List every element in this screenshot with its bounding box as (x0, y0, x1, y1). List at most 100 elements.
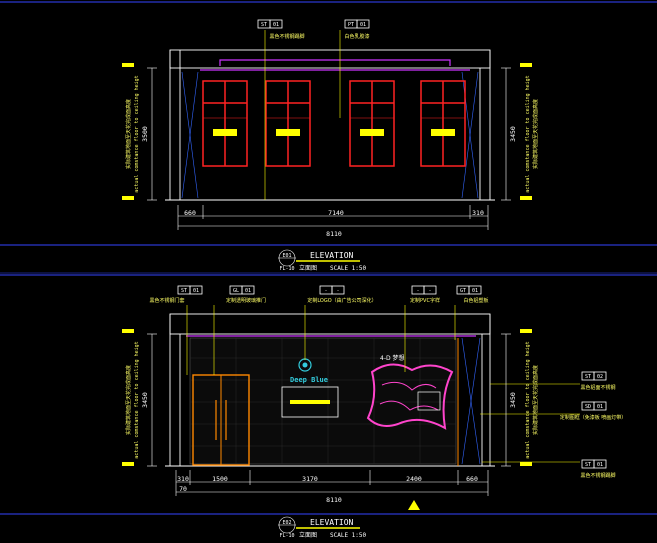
sheet-number: FL-10 (279, 533, 294, 539)
tag-code: SD (585, 404, 591, 410)
width-dimension: 70 (179, 485, 187, 493)
elevation-heading: ELEVATION (310, 251, 354, 260)
material-tag: ST 01 黑色不锈钢踢脚 (580, 459, 616, 479)
tag-note: 黑色不锈钢门套 (149, 297, 184, 304)
tag-note: 白色乳胶漆 (344, 33, 369, 40)
width-dimension: 3170 (302, 475, 318, 483)
tag-code: ST (261, 22, 267, 28)
tag-number: 01 (360, 22, 366, 28)
decorative-artwork: 4-D 梦想 (366, 354, 454, 430)
material-tag: GT 01 白色铝塑板 (456, 285, 489, 304)
elevation-1-material-tag: PT 01 白色乳胶漆 (344, 19, 370, 40)
tag-code: ST (585, 374, 591, 380)
artwork-text: 4-D 梦想 (380, 354, 405, 362)
tag-note: 定制PVC字样 (410, 297, 440, 304)
logo-text: Deep Blue (290, 376, 328, 384)
elevation-1-leaders (264, 30, 341, 200)
elevation-heading: ELEVATION (310, 518, 354, 527)
tag-number: 02 (597, 374, 603, 380)
material-tag: - - 定制LOGO（由广告公司深化） (307, 285, 377, 304)
height-label-en: actual comstance floor to ceiling heigt (134, 75, 140, 192)
elevation-1-height-dims (147, 67, 511, 201)
elevation-scale: SCALE 1:50 (330, 532, 367, 539)
material-tag: - - 定制PVC字样 (410, 285, 440, 304)
elevation-2-column-marks (461, 337, 481, 465)
tag-number: - (428, 288, 431, 294)
height-label-en: actual comstance floor to ceiling heigt (525, 75, 531, 192)
width-dimension: 660 (466, 475, 478, 483)
elevation-scale: SCALE 1:50 (330, 265, 367, 272)
tag-number: - (336, 288, 339, 294)
tag-number: 01 (472, 288, 478, 294)
total-width-dimension: 8110 (326, 496, 342, 504)
material-tag: ST 02 黑色铝面不锈钢 (580, 371, 616, 391)
elevation-1-material-tag: ST 01 黑色不锈钢踢脚 (257, 19, 305, 40)
elevation-2-top-tags: ST 01 黑色不锈钢门套 GL 01 定制透明玻璃推门 - - 定制LOGO（… (149, 285, 489, 304)
width-dimension: 310 (177, 475, 189, 483)
material-tag: GL 01 定制透明玻璃推门 (226, 285, 266, 304)
tag-number: 01 (273, 22, 279, 28)
tag-note: 白色铝塑板 (463, 297, 488, 304)
height-label-cn: 实际建筑地面至天花完成面高度 (125, 365, 132, 435)
elevation-2: Deep Blue 4-D 梦想 (122, 285, 627, 539)
tag-code: - (324, 288, 327, 294)
elevation-2-leaders (186, 305, 580, 463)
elevation-1: ST 01 黑色不锈钢踢脚 PT 01 白色乳胶漆 3500 3450 actu… (122, 19, 539, 272)
tag-code: PT (348, 22, 354, 28)
height-label-cn: 实际建筑地面至天花完成面高度 (125, 99, 132, 169)
elevation-1-windows (202, 80, 466, 167)
tag-code: GL (233, 288, 239, 294)
sheet-number: FL-10 (279, 266, 294, 272)
width-dimension: 310 (472, 209, 484, 217)
height-label-en: actual comstance floor to ceiling heigt (134, 341, 140, 458)
tag-code: GT (460, 288, 466, 294)
height-label-en: actual comstance floor to ceiling heigt (525, 341, 531, 458)
reception-counter (281, 386, 339, 418)
window (202, 80, 248, 167)
tag-number: 01 (245, 288, 251, 294)
elevation-1-width-dims (177, 205, 489, 230)
tag-code: ST (585, 462, 591, 468)
elevation-1-level-markers (122, 63, 532, 200)
tag-code: ST (181, 288, 187, 294)
elevation-2-width-dims (175, 470, 489, 496)
material-tag: ST 01 黑色不锈钢门套 (149, 285, 203, 304)
tag-number: 01 (597, 462, 603, 468)
material-tag: SD 01 定制图框（免漆板 喷画灯带） (560, 401, 627, 421)
elevation-2-right-tags: ST 02 黑色铝面不锈钢 SD 01 定制图框（免漆板 喷画灯带） ST 01… (560, 371, 627, 479)
tag-note: 定制透明玻璃推门 (226, 297, 266, 304)
glass-door (192, 374, 250, 466)
elevation-2-height-dims (147, 333, 511, 467)
tag-note: 黑色不锈钢踢脚 (269, 33, 304, 40)
width-dimension: 660 (184, 209, 196, 217)
total-width-dimension: 8110 (326, 230, 342, 238)
section-marker (408, 500, 420, 510)
height-dimension-right: 3450 (509, 126, 517, 142)
tag-note: 定制图框（免漆板 喷画灯带） (560, 414, 627, 421)
elevation-2-title-block: E02 FL-10 ELEVATION 立面图 SCALE 1:50 (278, 516, 367, 539)
window (420, 80, 466, 167)
elevation-title-cn: 立面图 (299, 531, 317, 539)
drawing-panel-frames (0, 1, 657, 515)
width-dimension: 1500 (212, 475, 228, 483)
elevation-id: E02 (282, 520, 291, 526)
width-dimension: 2400 (406, 475, 422, 483)
tag-number: 01 (193, 288, 199, 294)
elevation-1-outline (165, 49, 495, 201)
height-dimension-left: 3450 (141, 392, 149, 408)
window (349, 80, 395, 167)
height-label-cn: 实际建筑地面至天花完成面高度 (532, 365, 539, 435)
height-dimension-left: 3500 (141, 126, 149, 142)
height-label-cn: 实际建筑地面至天花完成面高度 (532, 99, 539, 169)
tag-code: - (416, 288, 419, 294)
elevation-1-window-tags (213, 129, 455, 136)
elevation-2-level-markers (122, 329, 532, 466)
elevation-2-outline (165, 313, 495, 467)
width-dimension: 7140 (328, 209, 344, 217)
elevation-1-ceiling (200, 59, 470, 71)
elevation-id: E01 (282, 253, 291, 259)
window (265, 80, 311, 167)
tag-note: 黑色不锈钢踢脚 (580, 472, 615, 479)
tag-number: 01 (597, 404, 603, 410)
